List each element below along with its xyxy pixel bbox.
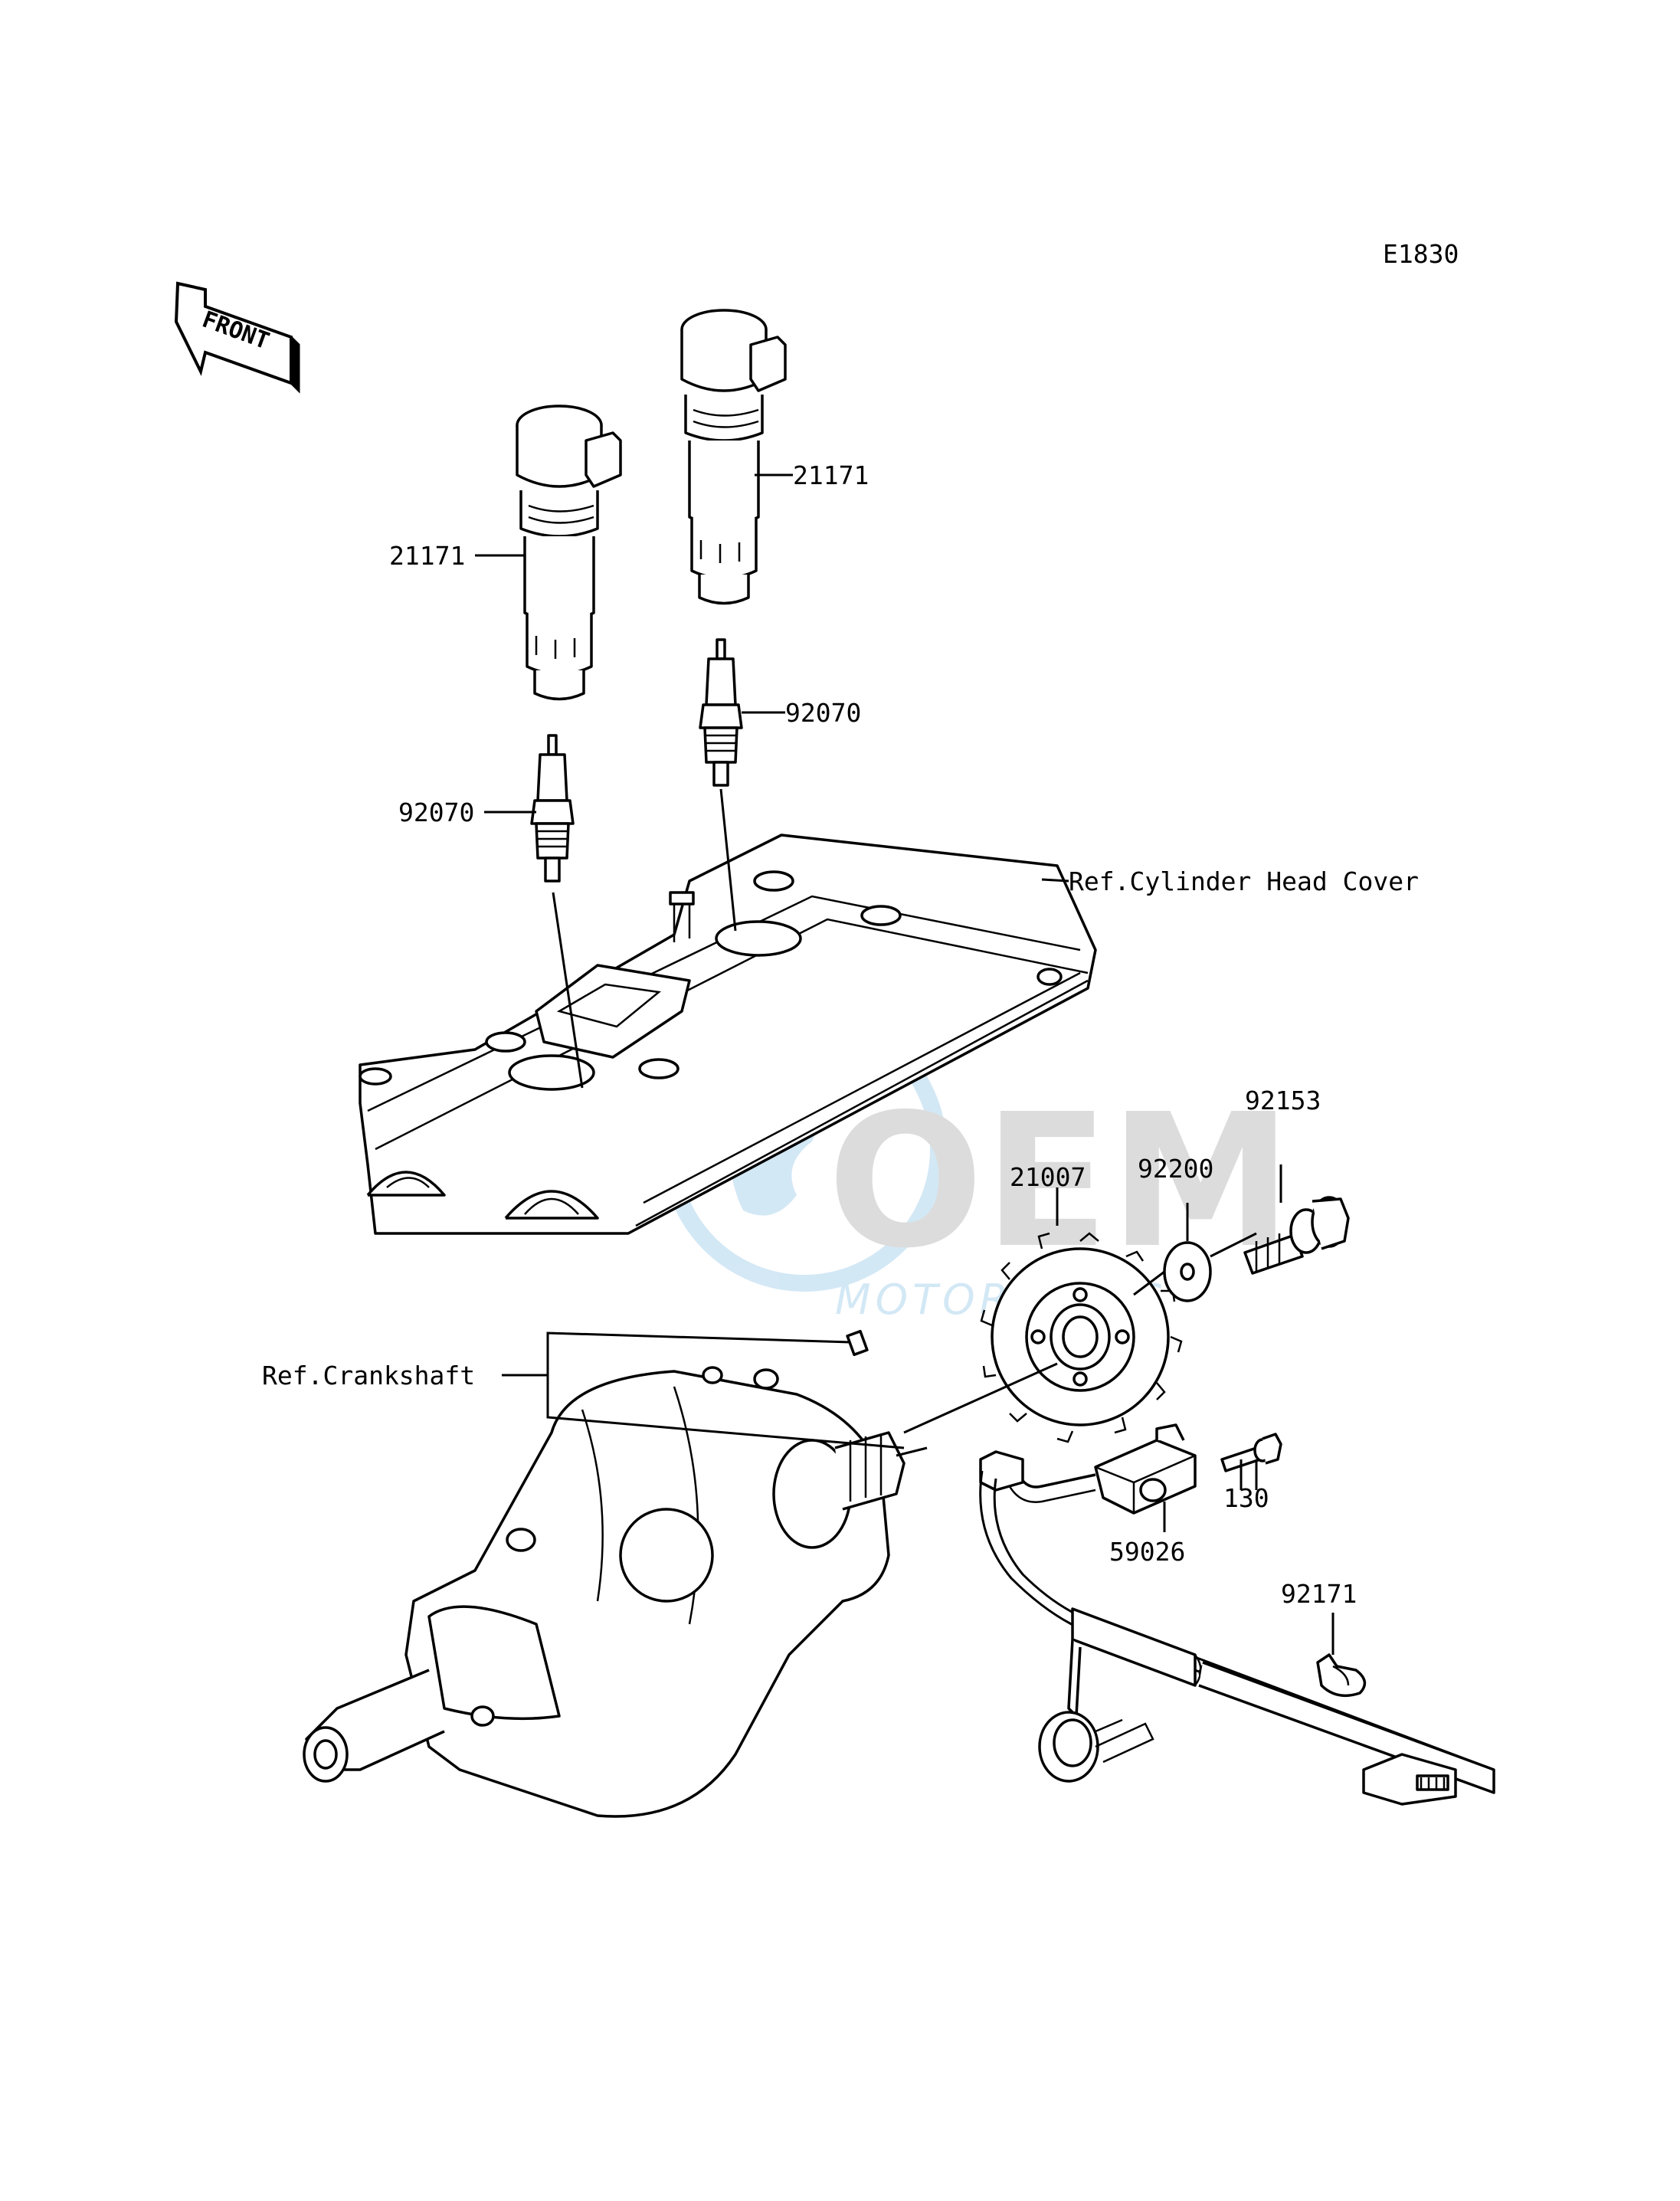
callout-sensor-59026: 59026	[1109, 1537, 1185, 1567]
front-arrow-icon: FRONT	[174, 281, 300, 394]
cylinder-head-cover	[359, 834, 1097, 1235]
callout-coil-right: 21171	[793, 460, 869, 490]
diagram-code: E1830	[1383, 239, 1459, 269]
bolt-92153-shape	[1243, 1196, 1350, 1275]
callout-bolt-92153: 92153	[1245, 1086, 1321, 1115]
clamp-shape	[1316, 1653, 1367, 1698]
timing-rotor	[980, 1232, 1183, 1443]
bolt-130-shape	[1220, 1433, 1282, 1472]
callout-coil-left: 21171	[389, 541, 465, 571]
ignition-coil-left	[516, 404, 622, 701]
callout-plug-right: 92070	[785, 698, 861, 728]
callout-bolt-130: 130	[1223, 1483, 1269, 1513]
callout-crankshaft: Ref.Crankshaft	[262, 1361, 475, 1390]
spark-plug-left	[530, 734, 575, 883]
spark-plug-right	[699, 638, 743, 787]
crank-sensor	[979, 1423, 1495, 1806]
callout-plug-left: 92070	[398, 798, 474, 827]
leader-lines	[475, 473, 1335, 1655]
crankshaft	[303, 1329, 928, 1818]
callout-rotor-21007: 21007	[1010, 1162, 1086, 1192]
washer	[1163, 1241, 1212, 1302]
callout-head-cover: Ref.Cylinder Head Cover	[1069, 866, 1419, 896]
ignition-coil-right	[680, 309, 787, 605]
callout-washer-92200: 92200	[1138, 1154, 1213, 1184]
callout-clamp-92171: 92171	[1281, 1579, 1357, 1609]
callout-labels: 21171 21171 92070 92070 Ref.Cylinder Hea…	[262, 460, 1419, 1609]
